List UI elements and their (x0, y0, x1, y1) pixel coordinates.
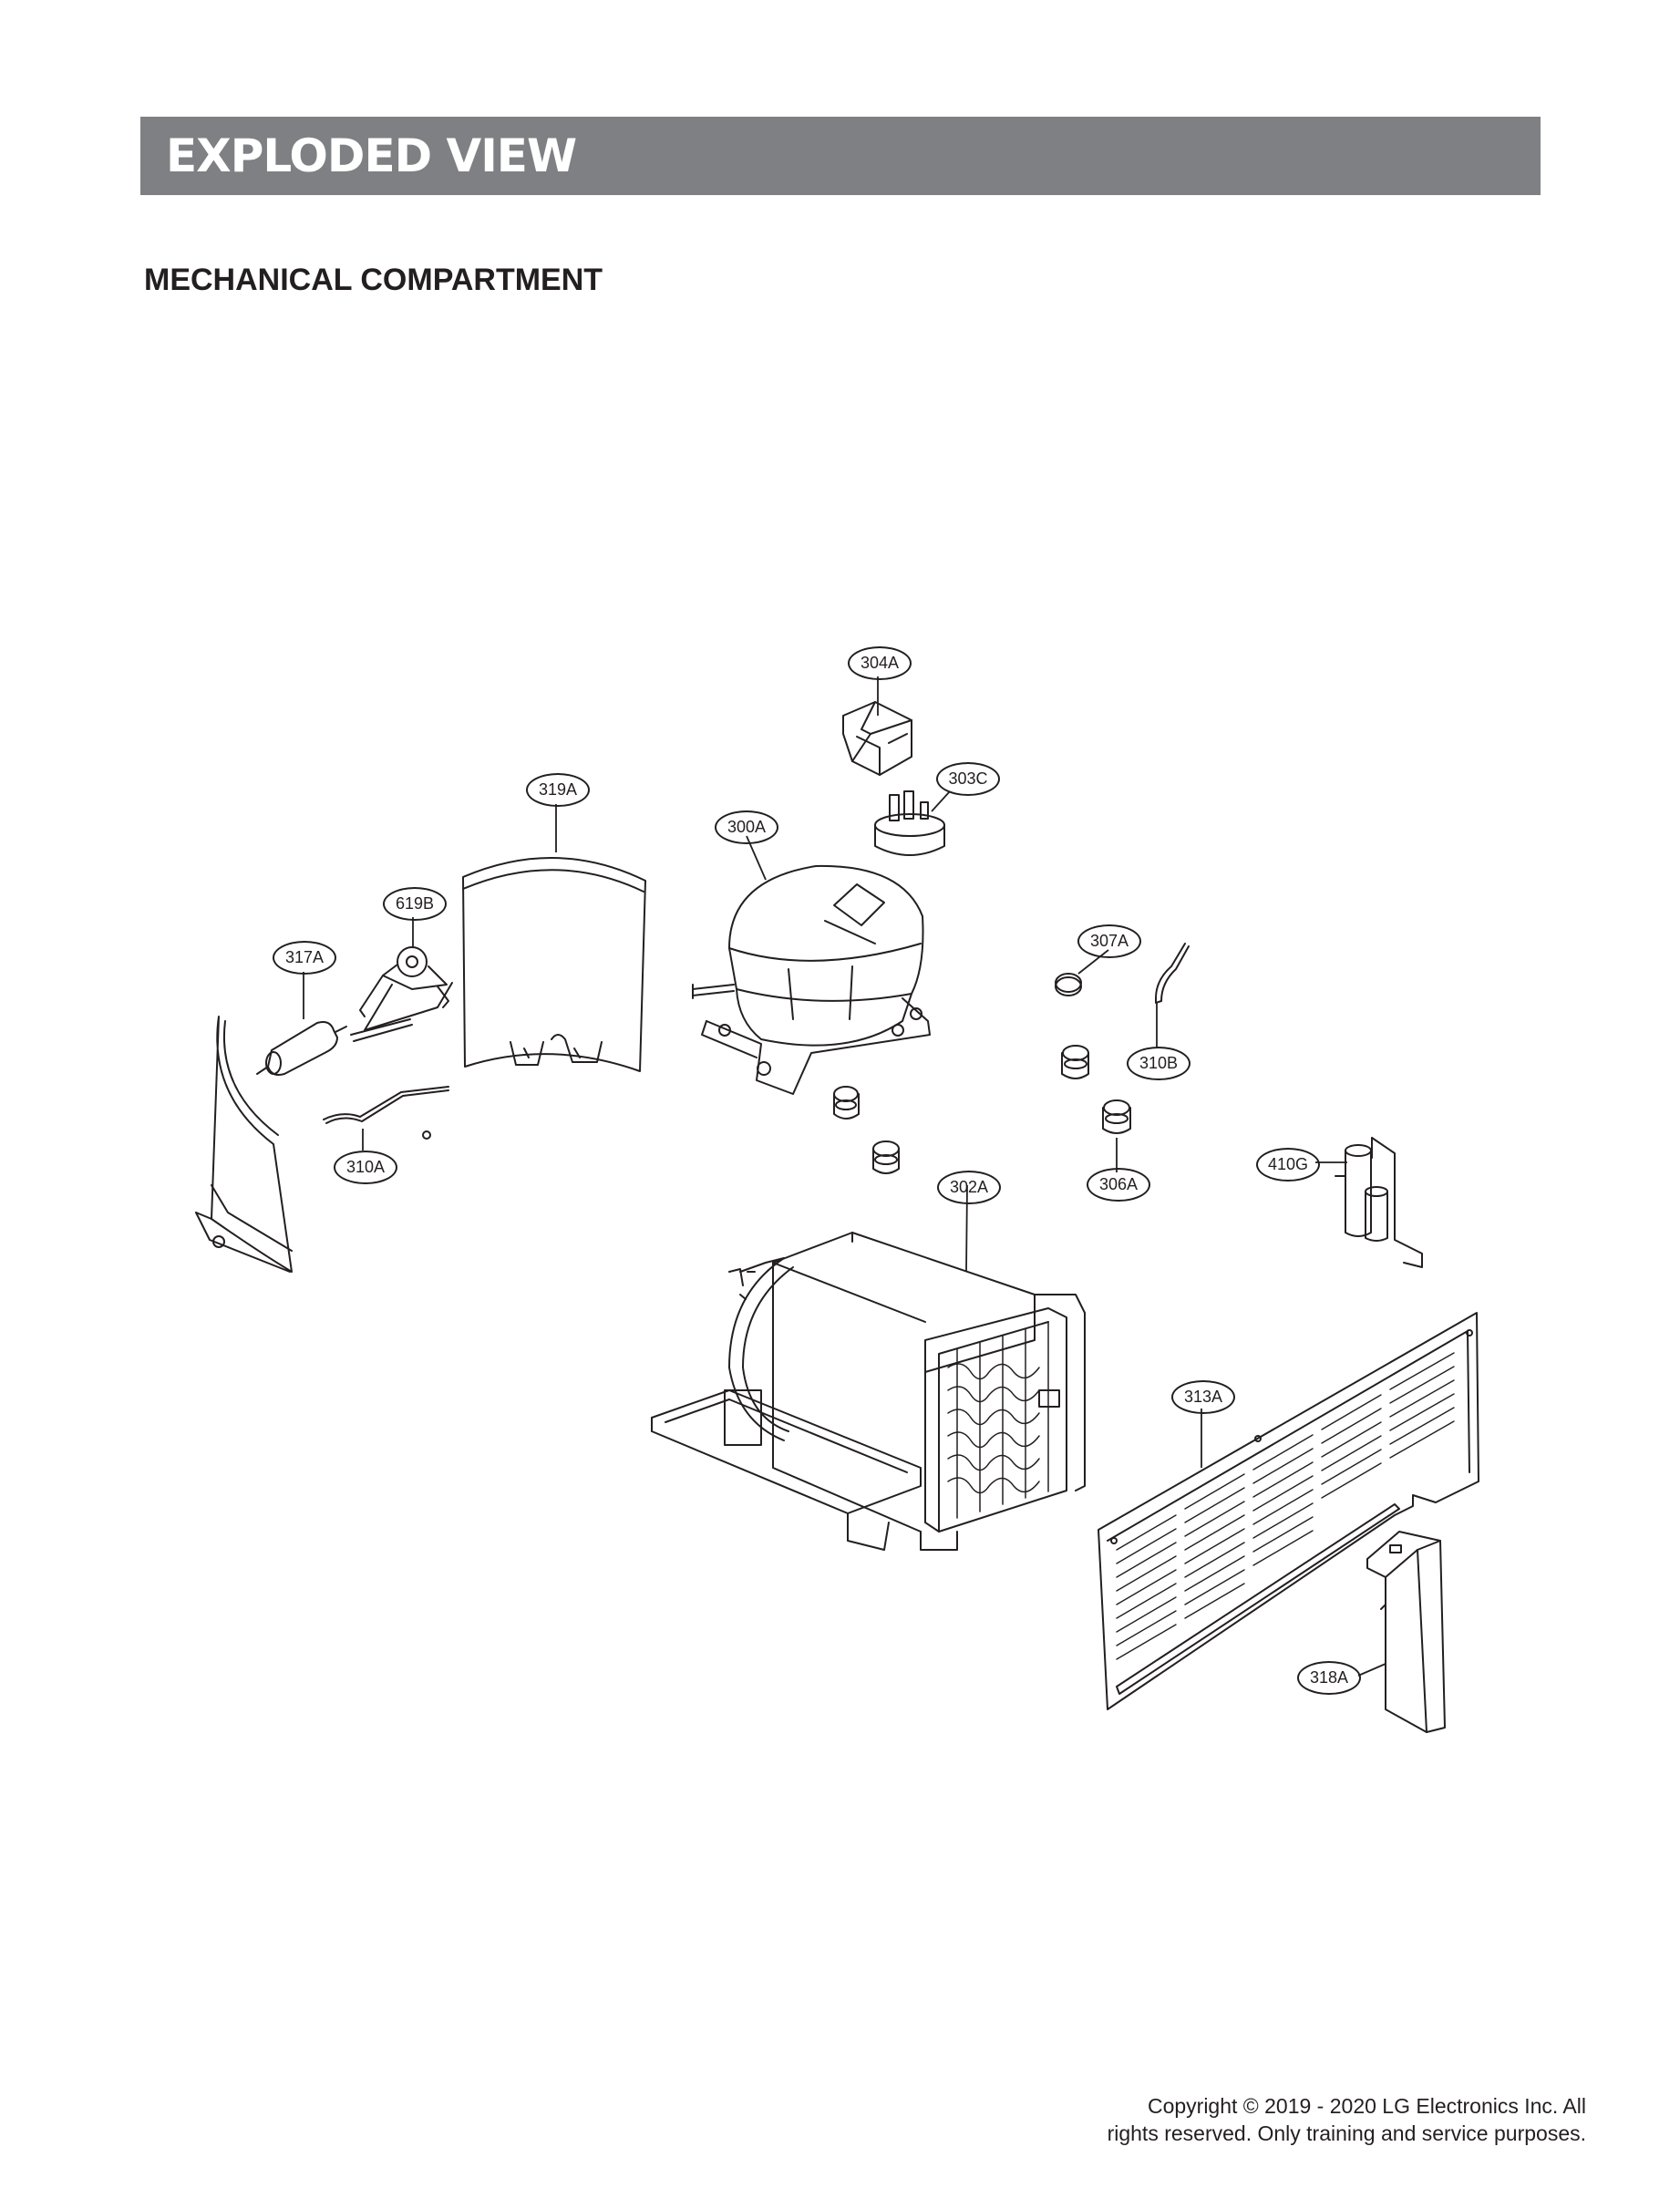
side-panel-drawing (195, 1016, 293, 1273)
callout-410g: 410G (1256, 1148, 1320, 1182)
callout-619b: 619B (383, 887, 447, 921)
callout-307a: 307A (1077, 924, 1141, 958)
callout-319a: 319A (526, 773, 590, 807)
callout-300a: 300A (715, 810, 778, 844)
condenser-assembly-drawing (651, 1232, 1086, 1551)
tube-right-drawing (1155, 943, 1190, 1004)
tube-left-drawing (323, 1086, 449, 1140)
header-banner: EXPLODED VIEW (140, 117, 1541, 195)
callout-310a: 310A (334, 1151, 397, 1184)
capacitor-drawing (1335, 1137, 1423, 1268)
callout-310b: 310B (1127, 1047, 1190, 1080)
dryer-drawing (256, 1021, 347, 1076)
callout-313a: 313A (1171, 1380, 1235, 1414)
callout-318a: 318A (1297, 1661, 1361, 1695)
callout-304a: 304A (848, 646, 912, 680)
callout-302a: 302A (937, 1171, 1001, 1204)
grille-drawing (1098, 1312, 1479, 1710)
ptc-starter-drawing (874, 790, 945, 856)
grommets-drawing (833, 1045, 1131, 1174)
thermostat-drawing (350, 946, 453, 1042)
overload-cover-drawing (842, 701, 912, 776)
copyright-line-2: rights reserved. Only training and servi… (1107, 2121, 1586, 2145)
copyright-line-1: Copyright © 2019 - 2020 LG Electronics I… (1147, 2094, 1586, 2118)
callout-317a: 317A (273, 941, 336, 975)
page-title: EXPLODED VIEW (166, 129, 577, 182)
cover-drawing (462, 856, 646, 1072)
copyright-notice: Copyright © 2019 - 2020 LG Electronics I… (948, 2092, 1586, 2147)
compressor-drawing (692, 864, 931, 1095)
stopper-drawing (1055, 973, 1082, 996)
section-title: MECHANICAL COMPARTMENT (144, 263, 603, 297)
callout-303c: 303C (936, 762, 1000, 796)
callout-306a: 306A (1087, 1168, 1150, 1202)
base-drawing (1366, 1531, 1446, 1733)
